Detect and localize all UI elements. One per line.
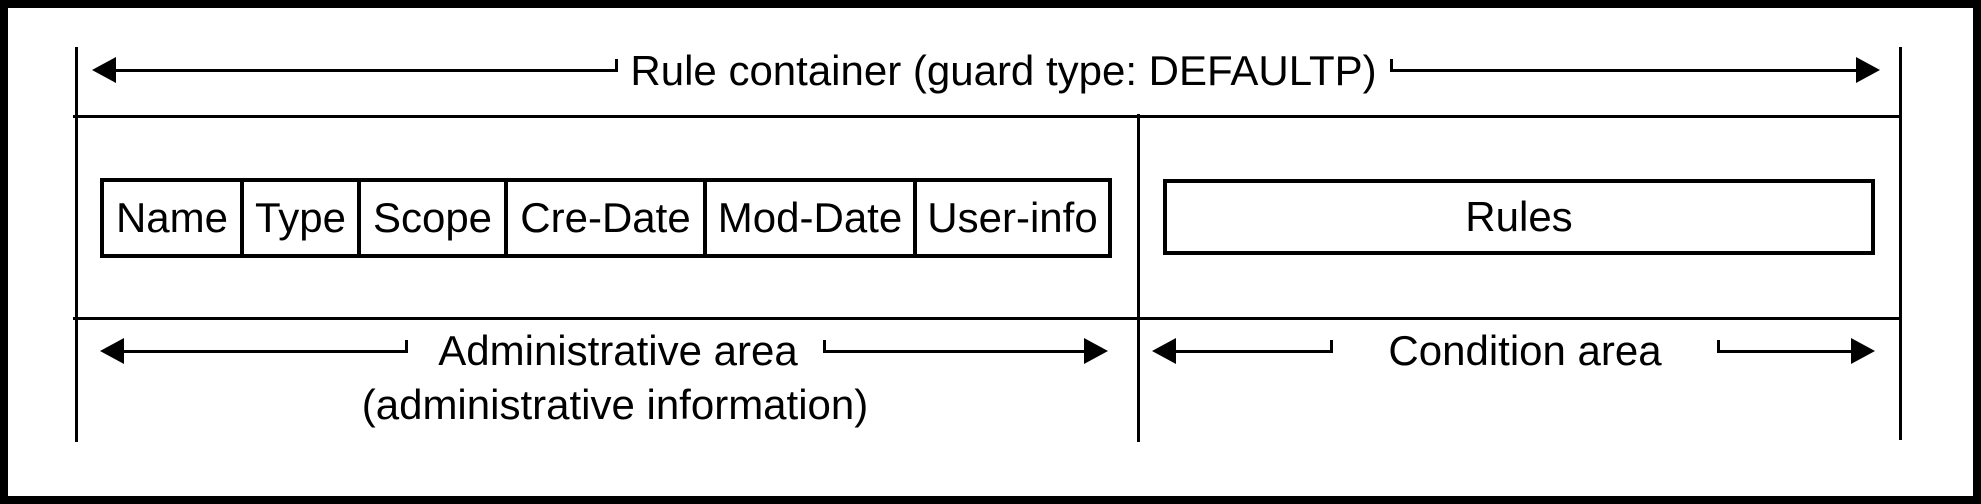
- middle-boundary-line: [1137, 114, 1140, 442]
- arrow-line-end-tick: [1717, 340, 1720, 352]
- arrow-line-end-tick: [823, 340, 826, 352]
- arrow-line-end-tick: [615, 59, 618, 71]
- arrowhead-right-icon: [1856, 57, 1880, 83]
- admin-field-scope: Scope: [357, 182, 504, 254]
- bottom-horizontal-rule: [73, 317, 1902, 320]
- right-boundary-line: [1899, 47, 1902, 440]
- rules-box-label: Rules: [1465, 193, 1573, 240]
- admin-field-user-info: User-info: [913, 182, 1108, 254]
- admin-field-type: Type: [240, 182, 357, 254]
- arrowhead-left-icon: [1152, 338, 1176, 364]
- admin-fields-table: Name Type Scope Cre-Date Mod-Date User-i…: [100, 178, 1112, 258]
- top-horizontal-rule: [73, 115, 1902, 118]
- rule-container-title: Rule container (guard type: DEFAULTP): [630, 47, 1377, 94]
- admin-area-arrow-line-right: [823, 350, 1084, 353]
- admin-field-cre-date: Cre-Date: [504, 182, 703, 254]
- arrow-line-end-tick: [1330, 340, 1333, 352]
- arrow-line-end-tick: [405, 340, 408, 352]
- rule-container-arrow-line-left: [112, 69, 618, 72]
- arrowhead-left-icon: [100, 338, 124, 364]
- arrowhead-right-icon: [1084, 338, 1108, 364]
- admin-field-mod-date: Mod-Date: [703, 182, 913, 254]
- admin-area-sublabel: (administrative information): [361, 381, 869, 428]
- admin-field-name: Name: [115, 194, 229, 241]
- admin-area-arrow-line-left: [122, 350, 408, 353]
- rules-box: Rules: [1163, 179, 1875, 255]
- admin-area-label: Administrative area: [438, 327, 798, 374]
- arrow-line-end-tick: [1390, 59, 1393, 71]
- condition-area-label: Condition area: [1388, 327, 1662, 374]
- arrowhead-right-icon: [1851, 338, 1875, 364]
- condition-area-arrow-line-right: [1717, 350, 1851, 353]
- left-boundary-line: [75, 47, 78, 442]
- condition-area-arrow-line-left: [1174, 350, 1333, 353]
- rule-container-arrow-line-right: [1390, 69, 1856, 72]
